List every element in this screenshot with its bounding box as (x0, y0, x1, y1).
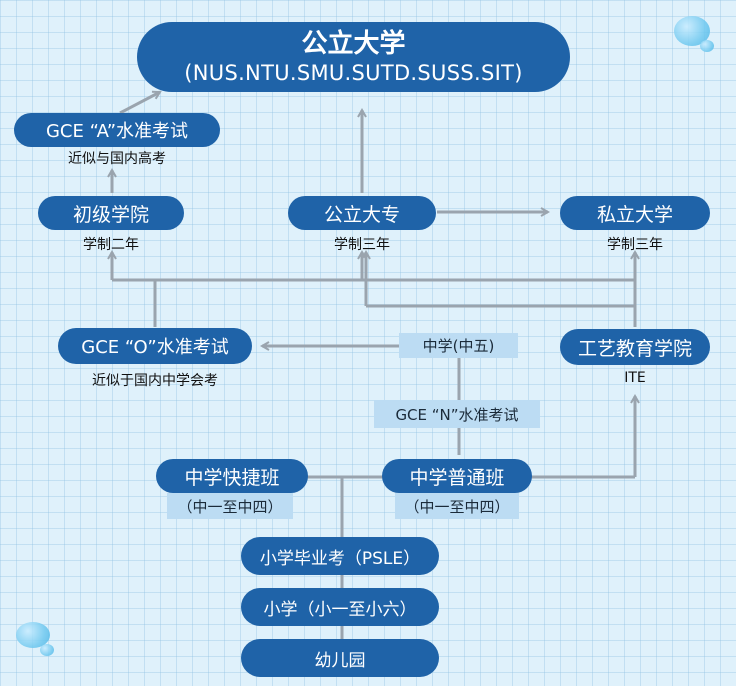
primary-school-node: 小学（小一至小六） (241, 588, 439, 626)
ite-label: 工艺教育学院 (577, 337, 692, 360)
decorative-blob-bottom-left (16, 622, 50, 648)
polytechnic-node: 公立大专 (288, 196, 436, 230)
private-university-label: 私立大学 (596, 203, 673, 226)
public-university-title: 公立大学 (301, 28, 406, 59)
junior-college-node: 初级学院 (38, 196, 184, 230)
gce-o-level-note: 近似于国内中学会考 (92, 373, 218, 389)
psle-node: 小学毕业考（PSLE） (241, 537, 439, 575)
normal-stream-label: 中学普通班 (409, 466, 505, 489)
gce-n-level-label: GCE “N”水准考试 (395, 405, 519, 424)
secondary-5-label: 中学(中五) (422, 337, 495, 355)
polytechnic-note: 学制三年 (334, 237, 390, 253)
express-stream-label: 中学快捷班 (184, 466, 280, 489)
polytechnic-label: 公立大专 (323, 203, 400, 226)
gce-a-level-node: GCE “A”水准考试 (14, 113, 220, 147)
gce-a-level-note: 近似与国内高考 (68, 151, 166, 167)
primary-school-label: 小学（小一至小六） (263, 599, 417, 620)
normal-stream-years: （中一至中四） (404, 497, 510, 516)
arrow-gce-a-to-uni (119, 90, 160, 115)
kindergarten-label: 幼儿园 (314, 650, 366, 671)
public-university-node: 公立大学 (NUS.NTU.SMU.SUTD.SUSS.SIT) (137, 22, 570, 92)
junior-college-label: 初级学院 (72, 203, 149, 226)
gce-a-level-label: GCE “A”水准考试 (45, 121, 189, 142)
secondary-5-tag: 中学(中五) (399, 333, 518, 358)
express-stream-node: 中学快捷班 (156, 459, 308, 493)
gce-o-level-node: GCE “O”水准考试 (58, 328, 252, 364)
public-university-list: (NUS.NTU.SMU.SUTD.SUSS.SIT) (184, 61, 523, 86)
decorative-blob-top-right-small (700, 40, 714, 52)
normal-stream-years-tag: （中一至中四） (395, 493, 519, 519)
private-university-note: 学制三年 (607, 237, 663, 253)
kindergarten-node: 幼儿园 (241, 639, 439, 677)
normal-stream-node: 中学普通班 (382, 459, 532, 493)
express-stream-years: （中一至中四） (177, 497, 283, 516)
express-stream-years-tag: （中一至中四） (167, 493, 293, 519)
gce-n-level-tag: GCE “N”水准考试 (374, 400, 540, 428)
junior-college-note: 学制二年 (83, 237, 139, 253)
private-university-node: 私立大学 (560, 196, 710, 230)
ite-node: 工艺教育学院 (560, 329, 710, 365)
psle-label: 小学毕业考（PSLE） (259, 548, 421, 569)
ite-note: ITE (624, 370, 646, 386)
decorative-blob-bottom-left-small (40, 644, 54, 656)
gce-o-level-label: GCE “O”水准考试 (81, 337, 229, 358)
